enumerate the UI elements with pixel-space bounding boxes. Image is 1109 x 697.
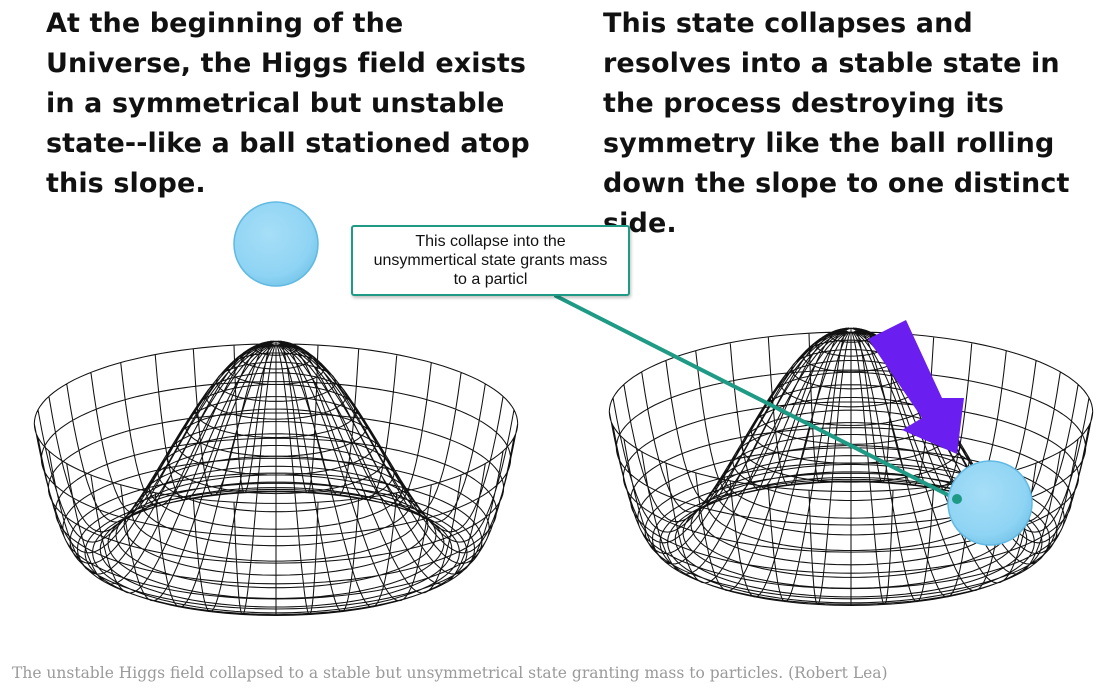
ball-stable-side [947, 460, 1033, 546]
callout-connector-line [554, 294, 958, 501]
heading-collapsed-state: This state collapses and resolves into a… [603, 8, 1070, 239]
mexican-hat-surface-left [33, 340, 519, 617]
callout-box: This collapse into the unsymmertical sta… [351, 225, 630, 296]
heading-initial-state: At the beginning of the Universe, the Hi… [46, 8, 530, 199]
hat-wireframe-mesh [608, 327, 1094, 607]
hat-wireframe-mesh [33, 340, 519, 617]
image-caption: The unstable Higgs field collapsed to a … [12, 664, 888, 682]
connector-end-dot [952, 494, 962, 504]
ball-unstable-top [233, 201, 319, 287]
arrow-down-right-icon [868, 320, 964, 454]
mexican-hat-surface-right [608, 327, 1094, 607]
